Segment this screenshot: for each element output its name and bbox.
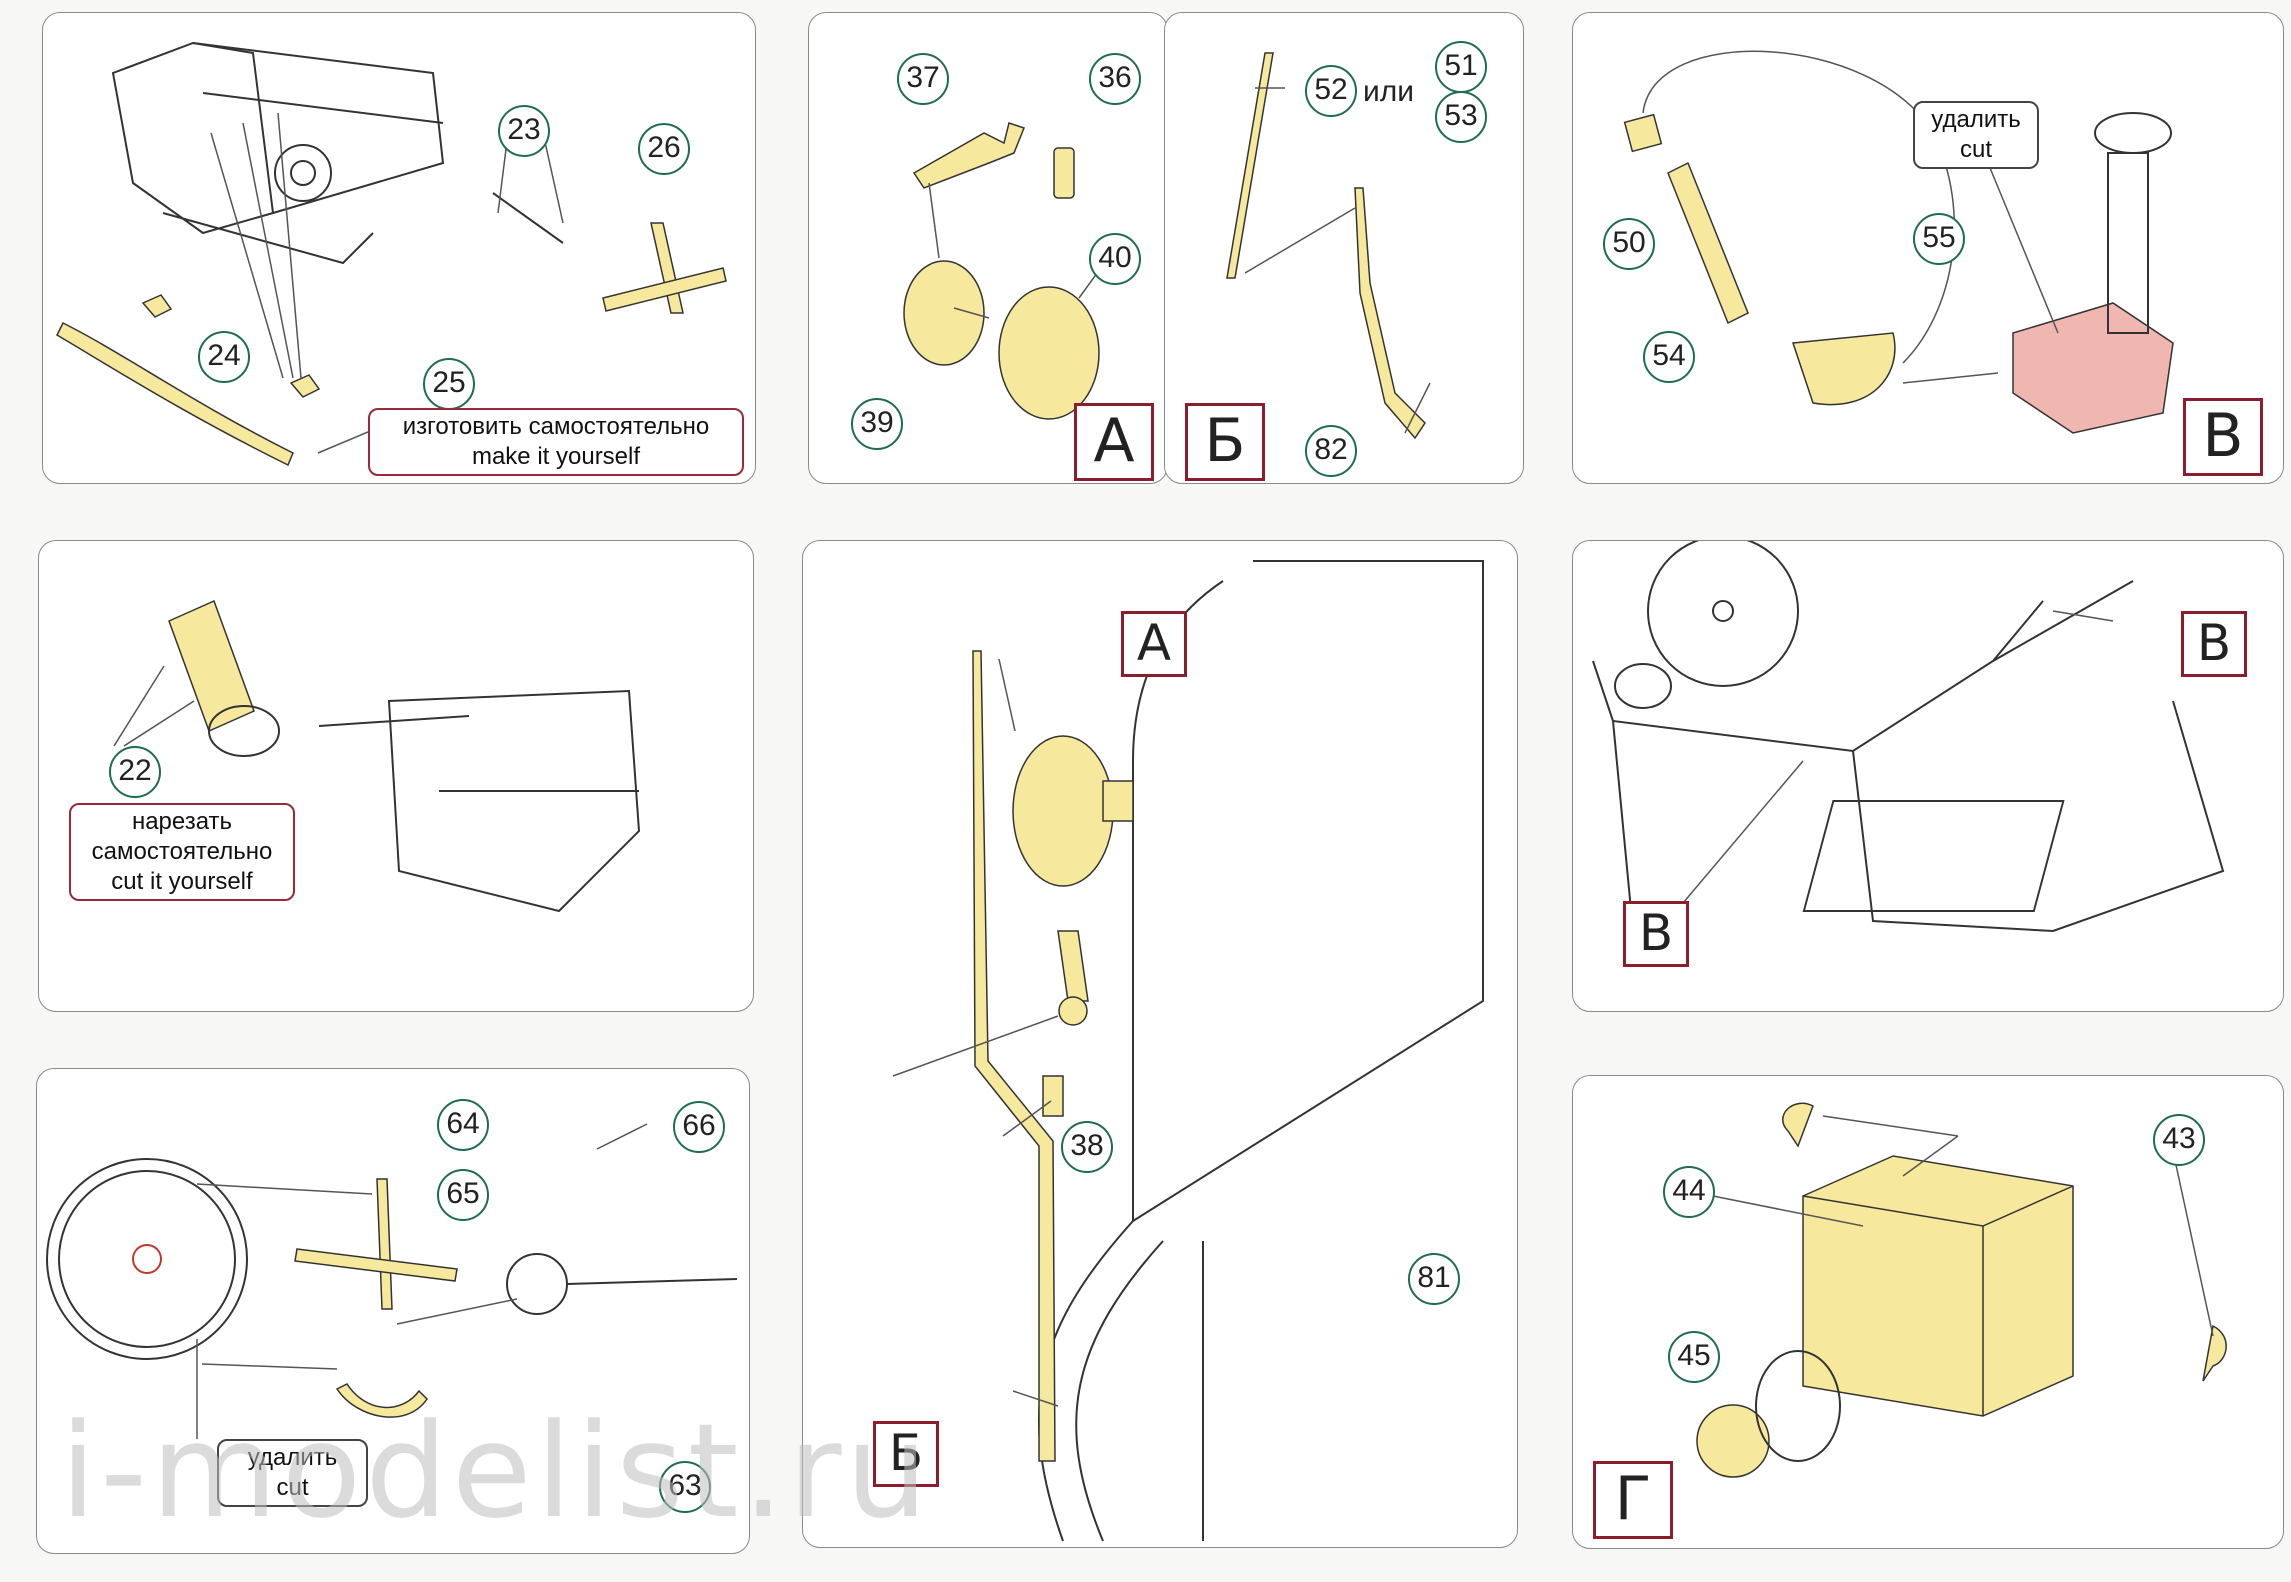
bracket-parts-illustration [1226,52,1431,440]
section-letter-v-bottom: В [1623,901,1689,967]
engine-illustration [56,41,727,467]
callout-25: 25 [423,358,475,410]
note-text-en: make it yourself [471,443,641,470]
note-cut-wheel: удалить cut [217,1439,368,1507]
or-text: или [1363,75,1415,108]
callout-45: 45 [1668,1331,1720,1383]
panel-steering: 64 66 65 удалить cut 63 [36,1068,750,1554]
callout-66: 66 [673,1101,725,1153]
callout-81: 81 [1408,1253,1460,1305]
callout-40: 40 [1089,233,1141,285]
callout-24: 24 [198,331,250,383]
panel-b-bracket: 52 или 51 53 82 Б [1164,12,1524,484]
callout-63: 63 [659,1461,711,1513]
seat-belt-illustration [1623,50,2174,434]
note-cut-yourself: нарезать самостоятельно cut it yourself [69,803,295,901]
callout-55: 55 [1913,213,1965,265]
section-letter-b: Б [1185,403,1265,481]
callout-82: 82 [1305,425,1357,477]
callout-50: 50 [1603,218,1655,270]
note-text-ru: изготовить самостоятельно [402,413,710,440]
note-cut: удалить cut [1913,101,2039,169]
panel-windshield: А 38 81 Б [802,540,1518,1548]
section-letter-v-top: В [2181,611,2247,677]
section-letter-b-ref: Б [873,1421,939,1487]
note-text-ru-1: нарезать [131,808,233,835]
panel-v-seat-belt: удалить cut 50 55 54 В [1572,12,2284,484]
callout-52: 52 [1305,65,1357,117]
callout-37: 37 [897,53,949,105]
section-letter-a-ref: А [1121,611,1187,677]
section-letter-a: А [1074,403,1154,481]
watermark: i-modelist.ru [60,1395,932,1547]
callout-51: 51 [1435,41,1487,93]
steering-illustration [46,1123,738,1439]
section-letter-g: Г [1593,1461,1673,1539]
callout-54: 54 [1643,331,1695,383]
callout-39: 39 [851,398,903,450]
note-text-ru: удалить [1931,106,2021,133]
panel-a-mirror: 37 36 40 39 А [808,12,1168,484]
panel-engine-tube: 22 нарезать самостоятельно cut it yourse… [38,540,754,1012]
callout-43: 43 [2153,1114,2205,1166]
note-text-ru-2: самостоятельно [91,838,273,865]
callout-23: 23 [498,105,550,157]
mirror-parts-illustration [903,122,1120,420]
panel-g-box: 43 44 45 Г [1572,1075,2284,1549]
engine-tube-illustration [113,599,641,913]
box-illustration [1696,1102,2227,1478]
callout-22: 22 [109,746,161,798]
callout-38: 38 [1061,1121,1113,1173]
callout-36: 36 [1089,53,1141,105]
section-letter-v: В [2183,398,2263,476]
callout-44: 44 [1663,1166,1715,1218]
windshield-illustration [892,560,1484,1542]
note-text-en: cut [1959,136,1992,163]
callout-64: 64 [437,1099,489,1151]
note-text-en: cut it yourself [111,868,253,895]
interior-illustration [1592,541,2225,933]
panel-engine-fan: 23 26 24 25 изготовить самостоятельно ma… [42,12,756,484]
callout-53: 53 [1435,91,1487,143]
note-text-en: cut [276,1474,309,1501]
note-text-ru: удалить [247,1444,338,1471]
panel-interior: В В [1572,540,2284,1012]
callout-65: 65 [437,1169,489,1221]
note-make-yourself: изготовить самостоятельно make it yourse… [368,408,744,476]
callout-26: 26 [638,123,690,175]
